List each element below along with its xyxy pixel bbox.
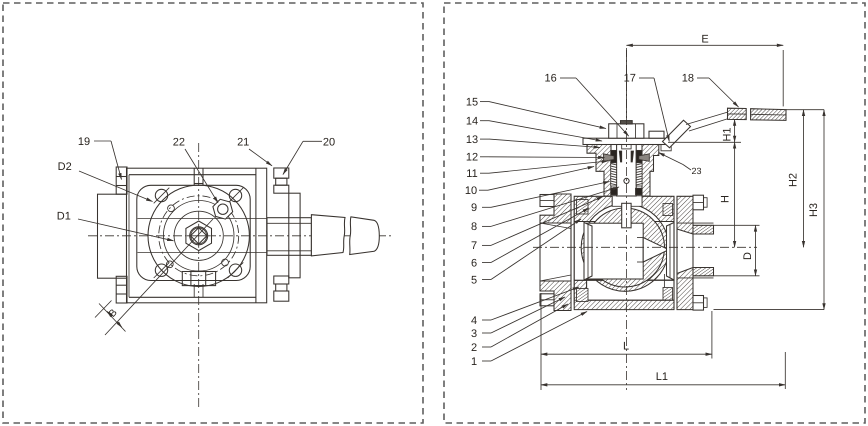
svg-text:D: D — [742, 252, 754, 260]
svg-text:15: 15 — [466, 96, 478, 108]
svg-text:23: 23 — [691, 166, 701, 176]
svg-text:19: 19 — [78, 136, 90, 148]
svg-text:17: 17 — [624, 73, 636, 85]
svg-text:14: 14 — [466, 116, 478, 128]
svg-text:12: 12 — [466, 152, 478, 164]
svg-text:16: 16 — [544, 73, 556, 85]
svg-text:H1: H1 — [722, 127, 734, 141]
svg-text:21: 21 — [237, 136, 249, 148]
svg-text:22: 22 — [173, 136, 185, 148]
svg-text:L: L — [623, 341, 629, 353]
svg-text:18: 18 — [682, 73, 694, 85]
svg-text:7: 7 — [471, 240, 477, 252]
svg-text:1: 1 — [471, 356, 477, 368]
svg-text:20: 20 — [323, 136, 335, 148]
svg-text:H3: H3 — [808, 203, 820, 217]
svg-text:H2: H2 — [788, 173, 800, 187]
svg-text:10: 10 — [465, 185, 477, 197]
svg-text:9: 9 — [471, 202, 477, 214]
svg-text:4: 4 — [471, 315, 477, 327]
svg-text:3: 3 — [471, 328, 477, 340]
svg-text:13: 13 — [466, 134, 478, 146]
svg-text:8: 8 — [471, 221, 477, 233]
svg-text:5: 5 — [471, 274, 477, 286]
svg-text:D2: D2 — [58, 161, 72, 173]
svg-text:D1: D1 — [57, 211, 71, 223]
svg-text:2: 2 — [471, 342, 477, 354]
svg-text:L1: L1 — [656, 371, 668, 383]
svg-text:H: H — [720, 195, 732, 203]
svg-text:E: E — [701, 34, 708, 46]
svg-text:6: 6 — [471, 257, 477, 269]
svg-text:11: 11 — [466, 168, 477, 180]
